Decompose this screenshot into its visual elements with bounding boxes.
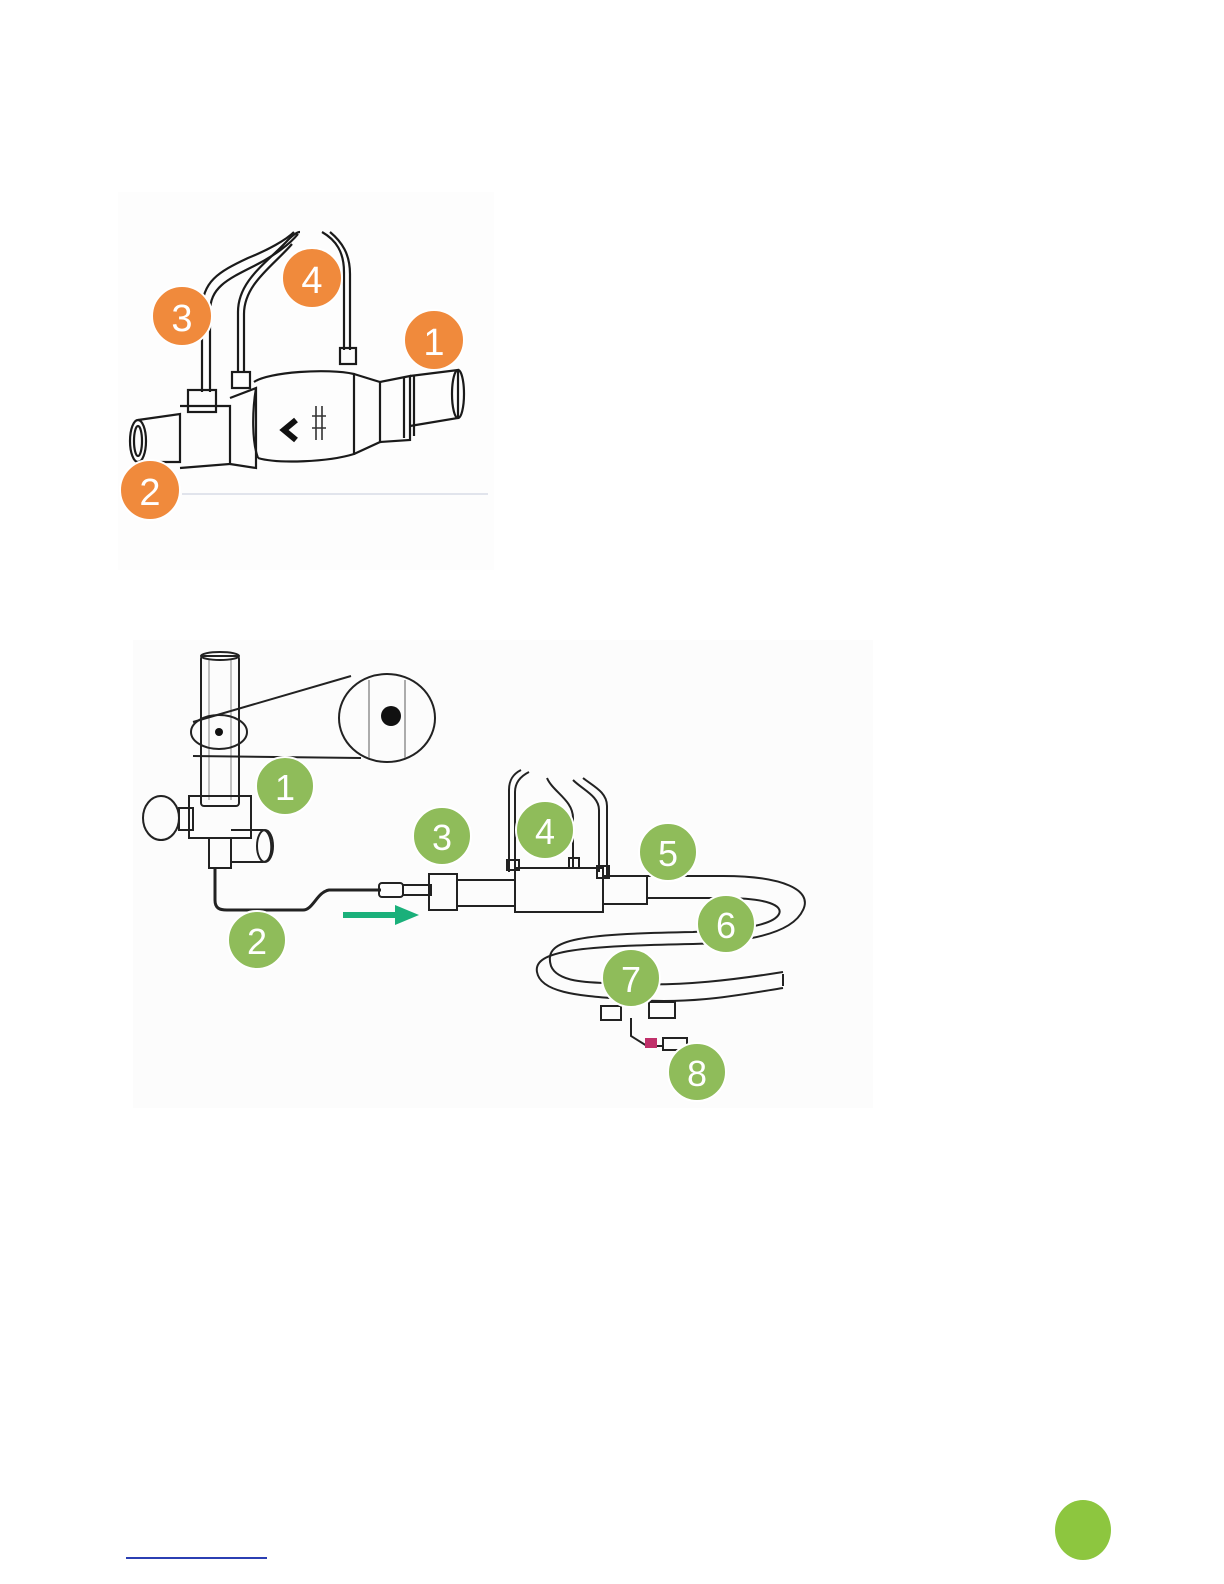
svg-text:3: 3	[432, 817, 452, 858]
callout-1: 1	[256, 757, 314, 815]
svg-text:5: 5	[658, 833, 678, 874]
flow-indicator-dot	[215, 728, 223, 736]
svg-text:7: 7	[621, 959, 641, 1000]
flow-indicator-zoom-dot	[381, 706, 401, 726]
callout-6: 6	[697, 895, 755, 953]
callout-8: 8	[668, 1043, 726, 1101]
callout-3: 3	[413, 807, 471, 865]
svg-text:4: 4	[301, 260, 322, 302]
svg-text:3: 3	[171, 298, 192, 340]
callout-4: 4	[516, 801, 574, 859]
callout-2: 2	[120, 460, 180, 520]
flow-direction-arrow	[343, 905, 419, 925]
svg-text:1: 1	[423, 322, 444, 364]
circuit-lines	[143, 652, 805, 1050]
callout-1: 1	[404, 310, 464, 370]
svg-text:6: 6	[716, 905, 736, 946]
callout-5: 5	[639, 823, 697, 881]
callout-7: 7	[602, 949, 660, 1007]
callout-3: 3	[152, 286, 212, 346]
svg-text:4: 4	[535, 811, 555, 852]
sensor-symbol-icon	[312, 406, 326, 440]
callout-4: 4	[282, 248, 342, 308]
flow-sensor-figure: 1 2 3 4	[118, 192, 494, 570]
page-marker-dot	[1055, 1500, 1111, 1560]
svg-text:1: 1	[275, 767, 295, 808]
valve-accent	[645, 1038, 657, 1048]
footer-link-underline	[126, 1557, 267, 1559]
svg-text:2: 2	[139, 472, 160, 514]
callout-2: 2	[228, 911, 286, 969]
flow-direction-arrow	[284, 420, 296, 440]
circuit-assembly-figure: 1 2 3 4 5 6 7 8	[133, 640, 873, 1108]
svg-text:2: 2	[247, 921, 267, 962]
svg-text:8: 8	[687, 1053, 707, 1094]
circuit-assembly-illustration: 1 2 3 4 5 6 7 8	[133, 640, 873, 1108]
flow-sensor-illustration: 1 2 3 4	[118, 192, 494, 570]
